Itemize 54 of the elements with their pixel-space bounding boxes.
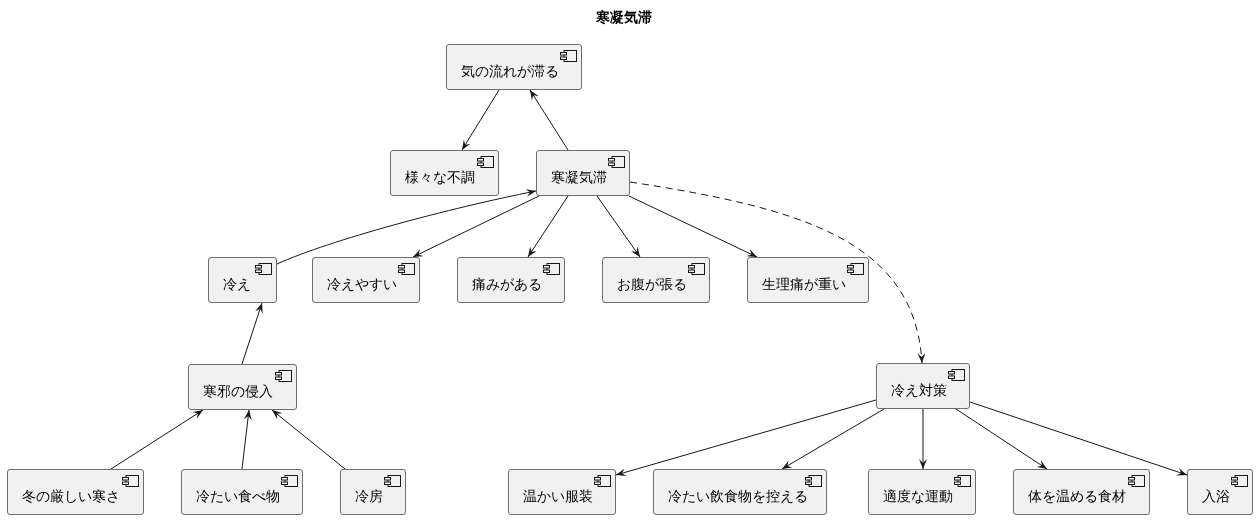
arrow — [781, 408, 885, 470]
arrow — [527, 195, 569, 258]
node-label: 冷たい飲食物を控える — [668, 487, 808, 506]
component-box — [188, 364, 297, 410]
arrow — [110, 409, 204, 470]
component-box — [508, 469, 616, 515]
node-label: 冷たい食べ物 — [196, 487, 280, 506]
component-box — [446, 44, 582, 90]
node-label: 適度な運動 — [883, 487, 953, 506]
component-box — [340, 469, 406, 515]
arrow — [241, 409, 252, 470]
node-label: お腹が張る — [617, 275, 687, 294]
arrow — [241, 302, 263, 365]
node-label: 冷房 — [355, 487, 383, 506]
arrow — [529, 89, 569, 151]
node-label: 寒邪の侵入 — [203, 382, 273, 401]
node-label: 体を温める食材 — [1028, 487, 1126, 506]
arrow — [271, 409, 346, 470]
component-box — [390, 150, 499, 196]
arrow — [969, 401, 1188, 476]
node-label: 気の流れが滞る — [461, 62, 559, 81]
arrow — [276, 189, 537, 265]
component-box — [653, 469, 827, 515]
node-label: 冷えやすい — [327, 275, 397, 294]
component-box — [7, 469, 144, 515]
component-box — [181, 469, 303, 515]
node-label: 痛みがある — [472, 275, 542, 294]
arrow — [955, 408, 1048, 470]
component-box — [457, 257, 565, 303]
diagram-title: 寒凝気滞 — [596, 9, 652, 25]
dashed-arrow — [629, 181, 925, 364]
node-label: 寒凝気滞 — [551, 168, 607, 187]
component-box — [312, 257, 420, 303]
arrow — [615, 399, 877, 477]
arrow — [461, 89, 500, 151]
component-box — [876, 363, 970, 409]
node-label: 冬の厳しい寒さ — [22, 487, 120, 506]
arrow — [412, 195, 540, 258]
arrow — [628, 195, 758, 258]
arrow — [596, 195, 641, 258]
component-box — [1187, 469, 1253, 515]
component-box — [868, 469, 976, 515]
component-box — [1013, 469, 1150, 515]
node-label: 生理痛が重い — [762, 275, 846, 294]
node-label: 冷え対策 — [891, 381, 947, 400]
node-label: 冷え — [223, 275, 251, 294]
arrow — [919, 408, 927, 470]
component-box — [602, 257, 710, 303]
node-label: 入浴 — [1202, 487, 1230, 506]
component-box — [536, 150, 630, 196]
node-label: 様々な不調 — [405, 168, 475, 187]
component-box — [208, 257, 277, 303]
component-box — [747, 257, 869, 303]
node-label: 温かい服装 — [523, 487, 593, 506]
